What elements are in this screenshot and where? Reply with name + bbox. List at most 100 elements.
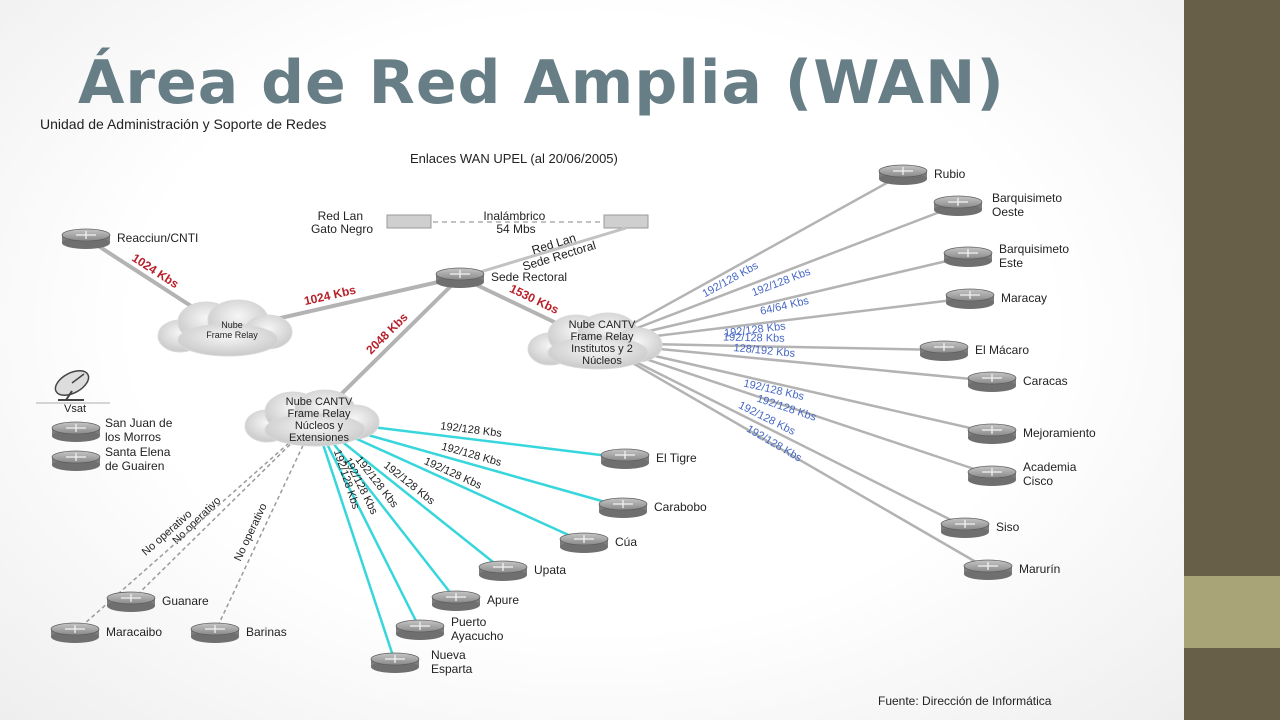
router-icon — [190, 622, 240, 643]
diagram-source: Fuente: Dirección de Informática — [878, 694, 1052, 708]
link-line — [313, 419, 422, 630]
router-maturin: Marurín — [963, 559, 1060, 580]
link-nuc-barinas: No operativo — [214, 419, 316, 633]
router-label: Reacciun/CNTI — [117, 231, 198, 245]
router-label: Cúa — [615, 535, 637, 549]
router-label: El Mácaro — [975, 343, 1029, 357]
router-label: Marurín — [1019, 562, 1060, 576]
link-line — [597, 203, 959, 345]
router-icon — [51, 421, 101, 442]
router-maracaibo: Maracaibo — [50, 622, 162, 643]
link-line — [314, 419, 504, 571]
router-icon — [967, 371, 1017, 392]
link-line — [313, 419, 397, 663]
wireless-link-label: Inalámbrico 54 Mbs — [483, 209, 548, 236]
lan-segment-icon — [386, 214, 649, 274]
router-icon — [435, 267, 485, 288]
router-guanare: Guanare — [106, 591, 209, 612]
wan-diagram: Unidad de Administración y Soporte de Re… — [36, 116, 1096, 708]
router-icon — [967, 423, 1017, 444]
satellite-dish-icon — [54, 370, 90, 401]
router-cua: Cúa — [559, 532, 637, 553]
router-label: Maracay — [1001, 291, 1047, 305]
cloud-icon — [244, 389, 380, 447]
link-line — [597, 341, 993, 383]
link-line — [314, 418, 585, 544]
router-label: Siso — [996, 520, 1020, 534]
link-inst-caracas: 128/192 Kbs — [597, 341, 993, 383]
link-line — [130, 419, 316, 602]
router-label: Maracaibo — [106, 625, 162, 639]
router-label: Rubio — [934, 167, 966, 181]
router-icon — [51, 450, 101, 471]
link-label: 128/192 Kbs — [733, 342, 796, 360]
router-label: Sede Rectoral — [491, 270, 567, 284]
router-icon — [395, 619, 445, 640]
link-line — [597, 341, 989, 571]
link-nuc-esparta: 192/128 Kbs — [313, 419, 397, 663]
link-label: No operativo — [232, 502, 270, 564]
router-icon — [106, 591, 156, 612]
link-line — [597, 296, 971, 345]
router-barinas: Barinas — [190, 622, 287, 643]
router-upata: Upata — [478, 560, 566, 581]
router-icon — [967, 465, 1017, 486]
router-apure: Apure — [431, 590, 519, 611]
router-caracas: Caracas — [967, 371, 1068, 392]
cloud-icon — [527, 312, 663, 370]
router-label: Upata — [534, 563, 566, 577]
link-line — [597, 341, 966, 529]
router-icon — [431, 590, 481, 611]
link-line — [597, 254, 969, 345]
router-rubio: Rubio — [878, 164, 966, 185]
cloud-icon — [157, 299, 293, 357]
router-reaccium: Reacciun/CNTI — [61, 228, 198, 249]
router-icon — [933, 195, 983, 216]
router-icon — [50, 622, 100, 643]
diagram-title: Enlaces WAN UPEL (al 20/06/2005) — [410, 151, 618, 166]
router-label: Carabobo — [654, 500, 707, 514]
lan-gato-negro-label: Red Lan Gato Negro — [311, 209, 373, 236]
router-label: Barinas — [246, 625, 287, 639]
router-icon — [878, 164, 928, 185]
router-macaro: El Mácaro — [919, 340, 1029, 361]
decorative-side-block — [1184, 576, 1280, 648]
router-icon — [61, 228, 111, 249]
router-icon — [370, 652, 420, 673]
router-label: Guanare — [162, 594, 209, 608]
router-sede: Sede Rectoral — [435, 267, 567, 288]
router-label: Mejoramiento — [1023, 426, 1096, 440]
router-icon — [598, 497, 648, 518]
router-mejoramiento: Mejoramiento — [967, 423, 1096, 444]
router-maracay: Maracay — [945, 288, 1047, 309]
link-line — [597, 341, 993, 435]
vsat-label: Vsat — [64, 403, 86, 415]
router-label: El Tigre — [656, 451, 697, 465]
link-inst-rubio: 192/128 Kbs — [597, 172, 904, 345]
router-label: Caracas — [1023, 374, 1068, 388]
router-icon — [600, 448, 650, 469]
router-tigre: El Tigre — [600, 448, 697, 469]
link-line — [597, 341, 993, 477]
router-icon — [478, 560, 528, 581]
slide-title: Área de Red Amplia (WAN) — [78, 48, 1005, 118]
link-label: 192/128 Kbs — [723, 332, 786, 345]
router-icon — [919, 340, 969, 361]
router-icon — [945, 288, 995, 309]
